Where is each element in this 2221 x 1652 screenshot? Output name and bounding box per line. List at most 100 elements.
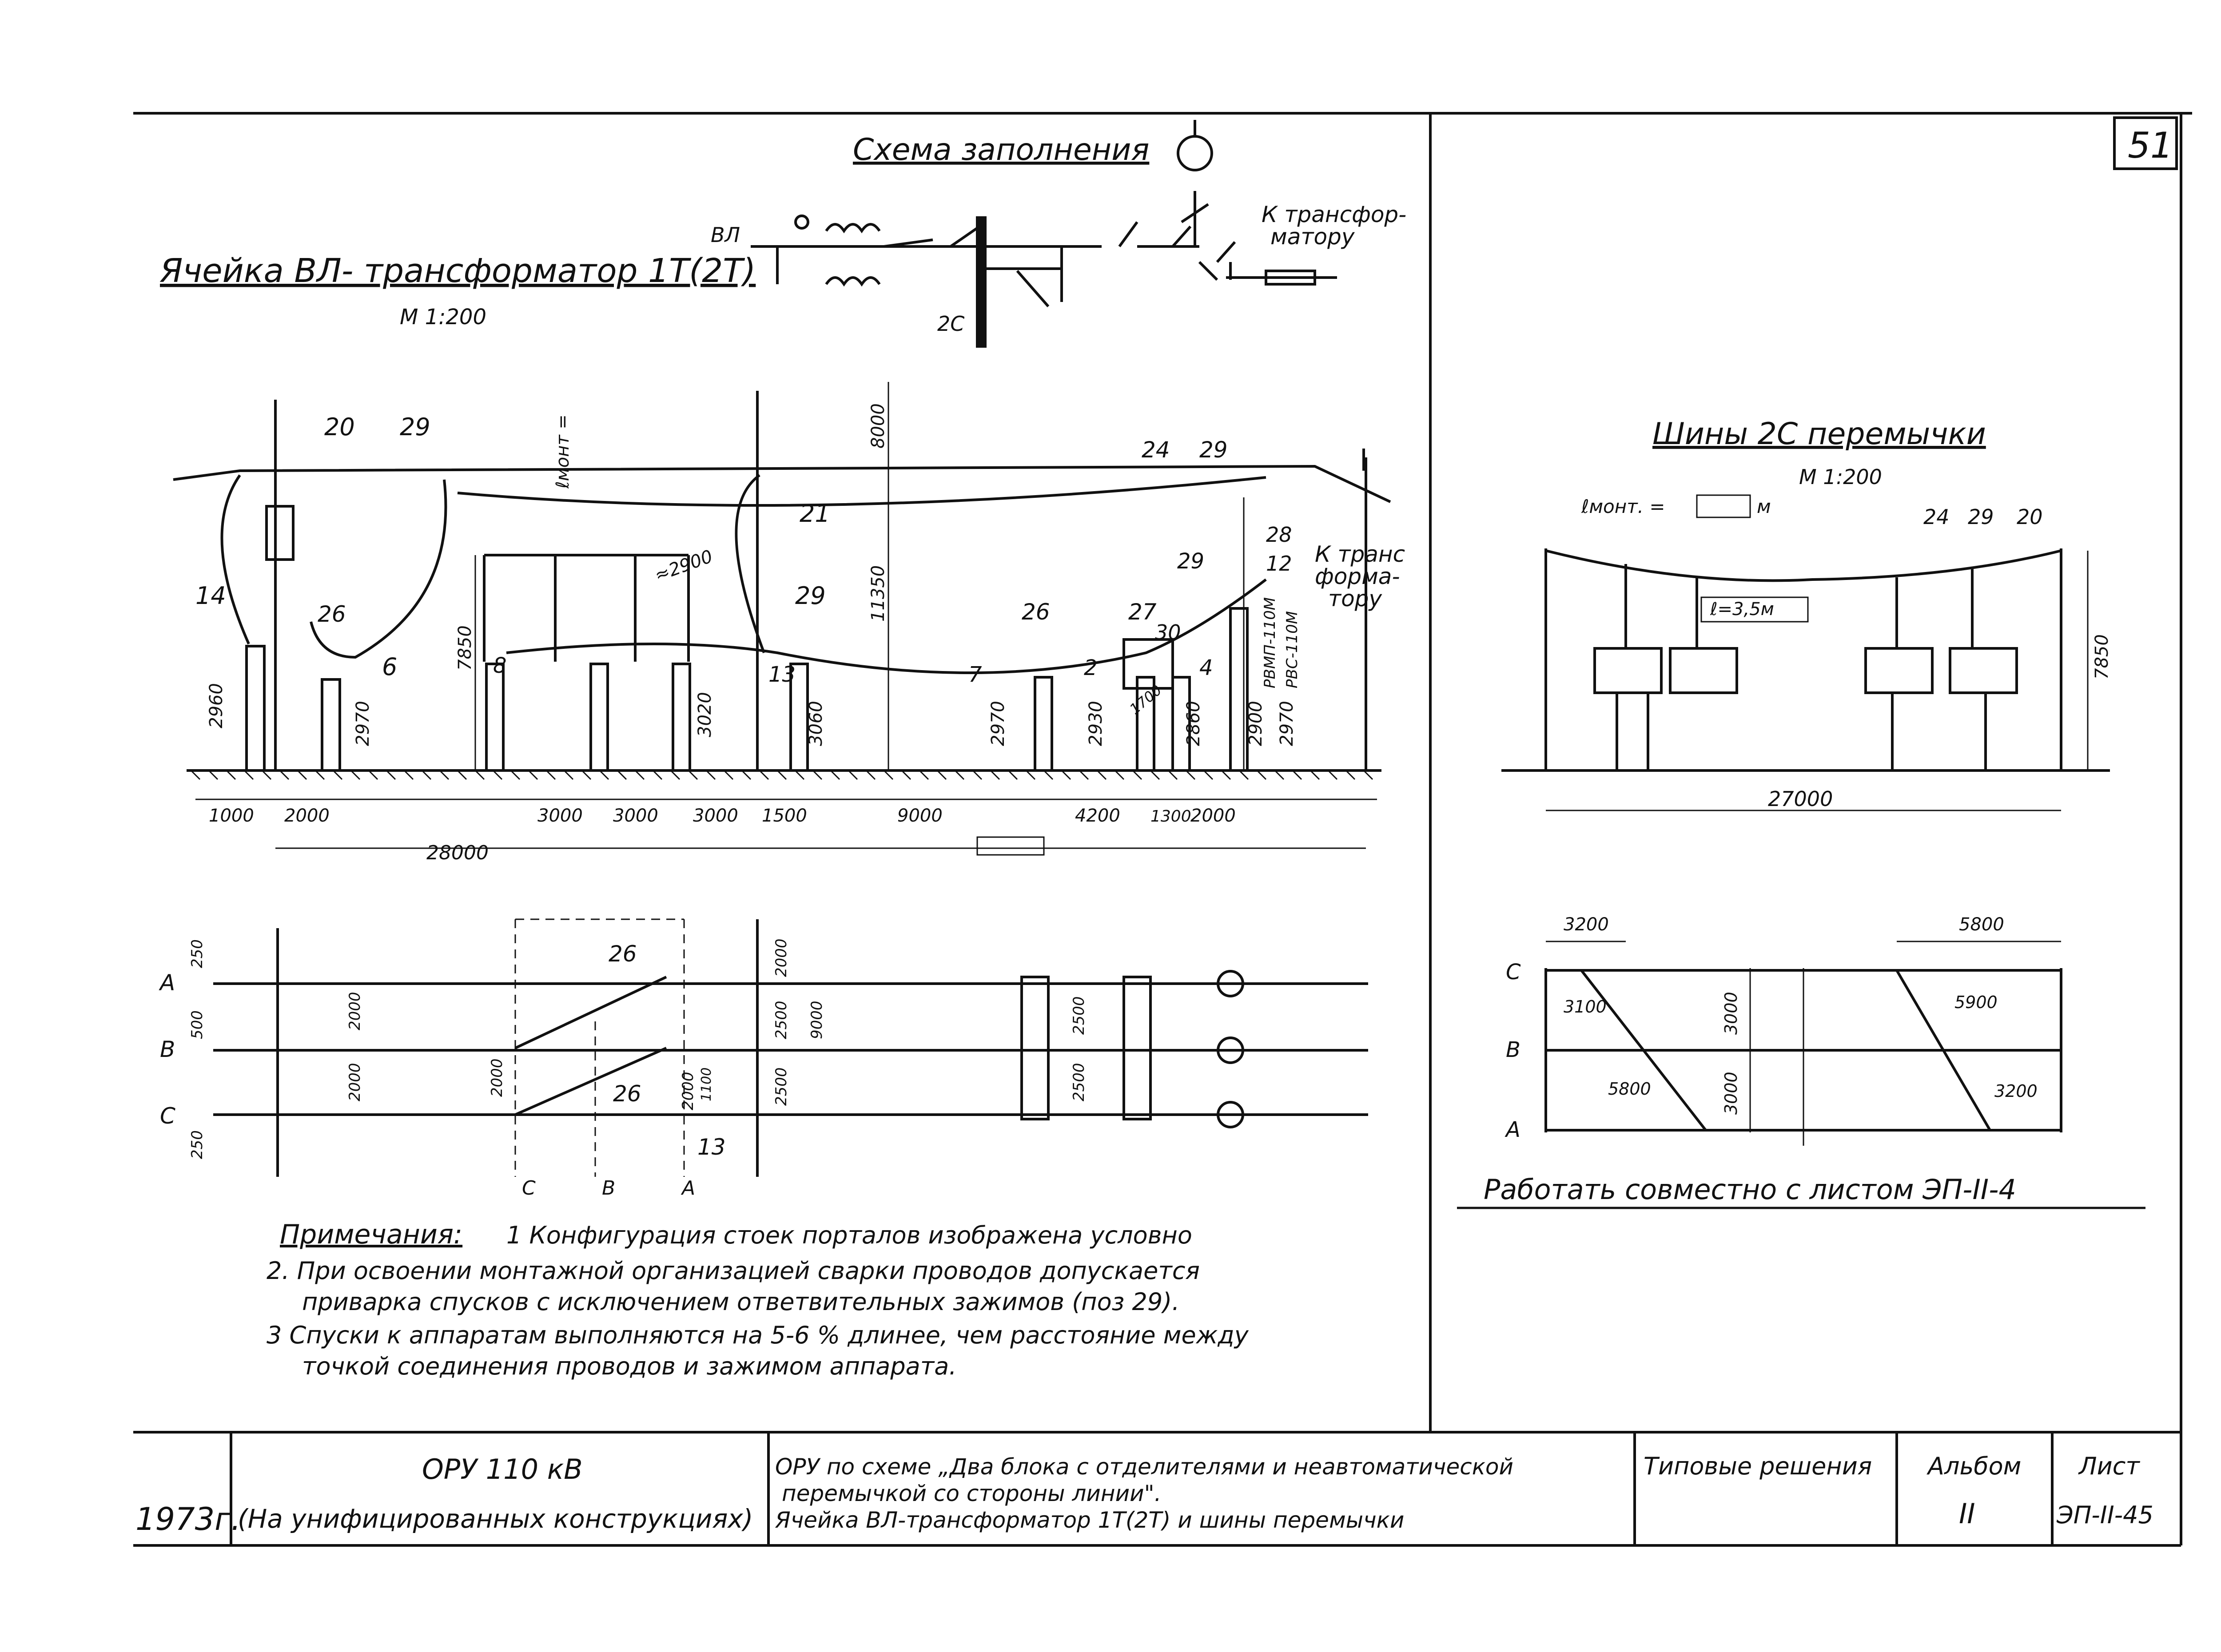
label-position-26: 26 [318, 601, 346, 627]
dim-9000: 9000 [897, 806, 943, 826]
label-position-24: 24 [1142, 437, 1170, 463]
rplan-dim-3200a: 3200 [1564, 914, 1609, 935]
height-7850: 7850 [455, 625, 475, 671]
tb-year: 1973г. [135, 1501, 241, 1537]
plan-dim-250a: 250 [188, 939, 206, 968]
label-position-7: 7 [968, 662, 982, 687]
height-11350: 11350 [868, 565, 888, 622]
dim-1000: 1000 [209, 806, 254, 826]
label-position-6: 6 [382, 653, 397, 681]
plan-position-26a: 26 [609, 941, 637, 967]
plan-dim-250b: 250 [188, 1130, 206, 1159]
right-l-mont: ℓмонт. = [1581, 496, 1665, 517]
label-position-13: 13 [768, 662, 796, 687]
note-2: 2. При освоении монтажной организацией с… [267, 1257, 1200, 1285]
tb-desc-2: перемычкой со стороны линии". [782, 1481, 1161, 1506]
plan-phase-C: С [160, 1103, 175, 1129]
main-title: Ячейка ВЛ- трансформатор 1Т(2Т) [159, 252, 756, 290]
sheet-number: 51 [2128, 125, 2173, 166]
label-r2900: ≈2900 [652, 546, 716, 586]
tb-album-value: II [1959, 1497, 1975, 1530]
plan-phase-bottom-A: А [681, 1177, 695, 1199]
tb-typ: Типовые решения [1644, 1452, 1872, 1480]
plan-phase-bottom-B: В [602, 1177, 615, 1199]
plan-dim-2500b: 2500 [772, 1067, 790, 1106]
sheet-frame [133, 112, 2192, 1547]
label-position-29: 29 [400, 413, 430, 441]
label-position-28: 28 [1266, 523, 1292, 547]
tb-sheet-value: ЭП-II-45 [2056, 1501, 2153, 1529]
label-position-29b: 29 [1199, 437, 1228, 463]
dim-2000: 2000 [284, 806, 330, 826]
title-block: 1973г. ОРУ 110 кВ (На унифицированных ко… [135, 1432, 2153, 1545]
tb-album-label: Альбом [1926, 1452, 2021, 1480]
scheme-to-transformer-1: К трансфор- [1262, 202, 1406, 227]
dim-1500: 1500 [762, 806, 807, 826]
right-l35: ℓ=3,5м [1710, 599, 1774, 620]
right-m: м [1757, 496, 1771, 517]
plan-dim-2500d: 2500 [1070, 1063, 1088, 1101]
height-3020: 3020 [695, 692, 715, 737]
label-position-8: 8 [493, 653, 507, 678]
rplan-dim-5800b: 5800 [1608, 1079, 1651, 1099]
tb-desc-3: Ячейка ВЛ-трансформатор 1Т(2Т) и шины пе… [775, 1507, 1404, 1533]
dim-4200: 4200 [1075, 806, 1120, 826]
plan-phase-B: В [160, 1036, 175, 1062]
note-1: 1 Конфигурация стоек порталов изображена… [506, 1221, 1192, 1249]
dim-2000b: 2000 [1190, 806, 1236, 826]
right-p20: 20 [2017, 505, 2043, 529]
plan-dim-1100: 1100 [699, 1068, 714, 1101]
right-p24: 24 [1923, 505, 1950, 529]
rplan-dim-3000a: 3000 [1721, 992, 1741, 1035]
scheme-vl-label: ВЛ [711, 223, 740, 247]
plan-view: А В С 250 500 250 2000 2000 2000 2500 25… [159, 918, 1368, 1199]
work-note: Работать совместно с листом ЭП-II-4 [1457, 1173, 2145, 1209]
height-2970: 2970 [353, 701, 373, 746]
plan-phase-A: А [159, 970, 175, 996]
rplan-phase-A: А [1505, 1117, 1520, 1142]
label-to-trans-1: К транс [1315, 541, 1405, 567]
label-position-29d: 29 [1177, 549, 1204, 574]
note-3: 3 Спуски к аппаратам выполняются на 5-6 … [267, 1321, 1249, 1349]
rplan-dim-5900: 5900 [1954, 993, 1998, 1012]
plan-dim-9000: 9000 [808, 1001, 826, 1039]
dim-3000b: 3000 [613, 806, 658, 826]
label-to-trans-3: тору [1328, 586, 1382, 612]
label-position-14: 14 [195, 582, 226, 610]
label-position-30: 30 [1155, 620, 1181, 644]
bus-jumper-elevation: Шины 2С перемычки М 1:200 ℓмонт. [1501, 417, 2112, 811]
plan-dim-500: 500 [188, 1010, 206, 1039]
elevation-view: 20 29 24 29 14 26 6 21 29 13 8 26 27 7 2… [173, 382, 1405, 864]
plan-dim-2000e: 2000 [679, 1072, 697, 1110]
bus-jumper-plan: С В А 3200 5800 3100 5900 3000 3000 5800… [1505, 914, 2062, 1146]
right-scale: М 1:200 [1799, 465, 1882, 489]
tb-desc-1: ОРУ по схеме „Два блока с отделителями и… [775, 1454, 1513, 1480]
rplan-dim-3000b: 3000 [1721, 1072, 1741, 1115]
plan-dim-2500a: 2500 [772, 1001, 790, 1039]
height-1700: 1700 [1126, 682, 1165, 718]
height-2960: 2960 [206, 683, 227, 728]
height-8000: 8000 [868, 403, 888, 449]
plan-dim-2500c: 2500 [1070, 996, 1088, 1035]
plan-position-13: 13 [697, 1134, 726, 1160]
single-line-scheme: Схема заполнения В [711, 120, 1406, 348]
label-position-27: 27 [1128, 599, 1157, 625]
label-to-trans-2: форма- [1315, 564, 1400, 589]
height-2930: 2930 [1086, 701, 1106, 746]
rplan-phase-B: В [1506, 1037, 1520, 1062]
height-2860: 2860 [1183, 701, 1204, 746]
tb-sheet-label: Лист [2078, 1452, 2140, 1480]
label-position-4: 4 [1199, 655, 1213, 680]
note-3b: точкой соединения проводов и зажимом апп… [302, 1352, 956, 1380]
right-title: Шины 2С перемычки [1652, 417, 1986, 452]
right-h7850: 7850 [2092, 634, 2112, 679]
dim-28000: 28000 [426, 842, 489, 864]
dim-3000c: 3000 [693, 806, 738, 826]
right-total: 27000 [1768, 787, 1833, 811]
scheme-to-transformer-2: матору [1270, 224, 1355, 250]
plan-dim-2000b: 2000 [346, 1063, 364, 1101]
plan-position-26b: 26 [613, 1081, 641, 1107]
plan-phase-bottom-C: С [522, 1177, 536, 1199]
label-position-12: 12 [1266, 552, 1292, 576]
